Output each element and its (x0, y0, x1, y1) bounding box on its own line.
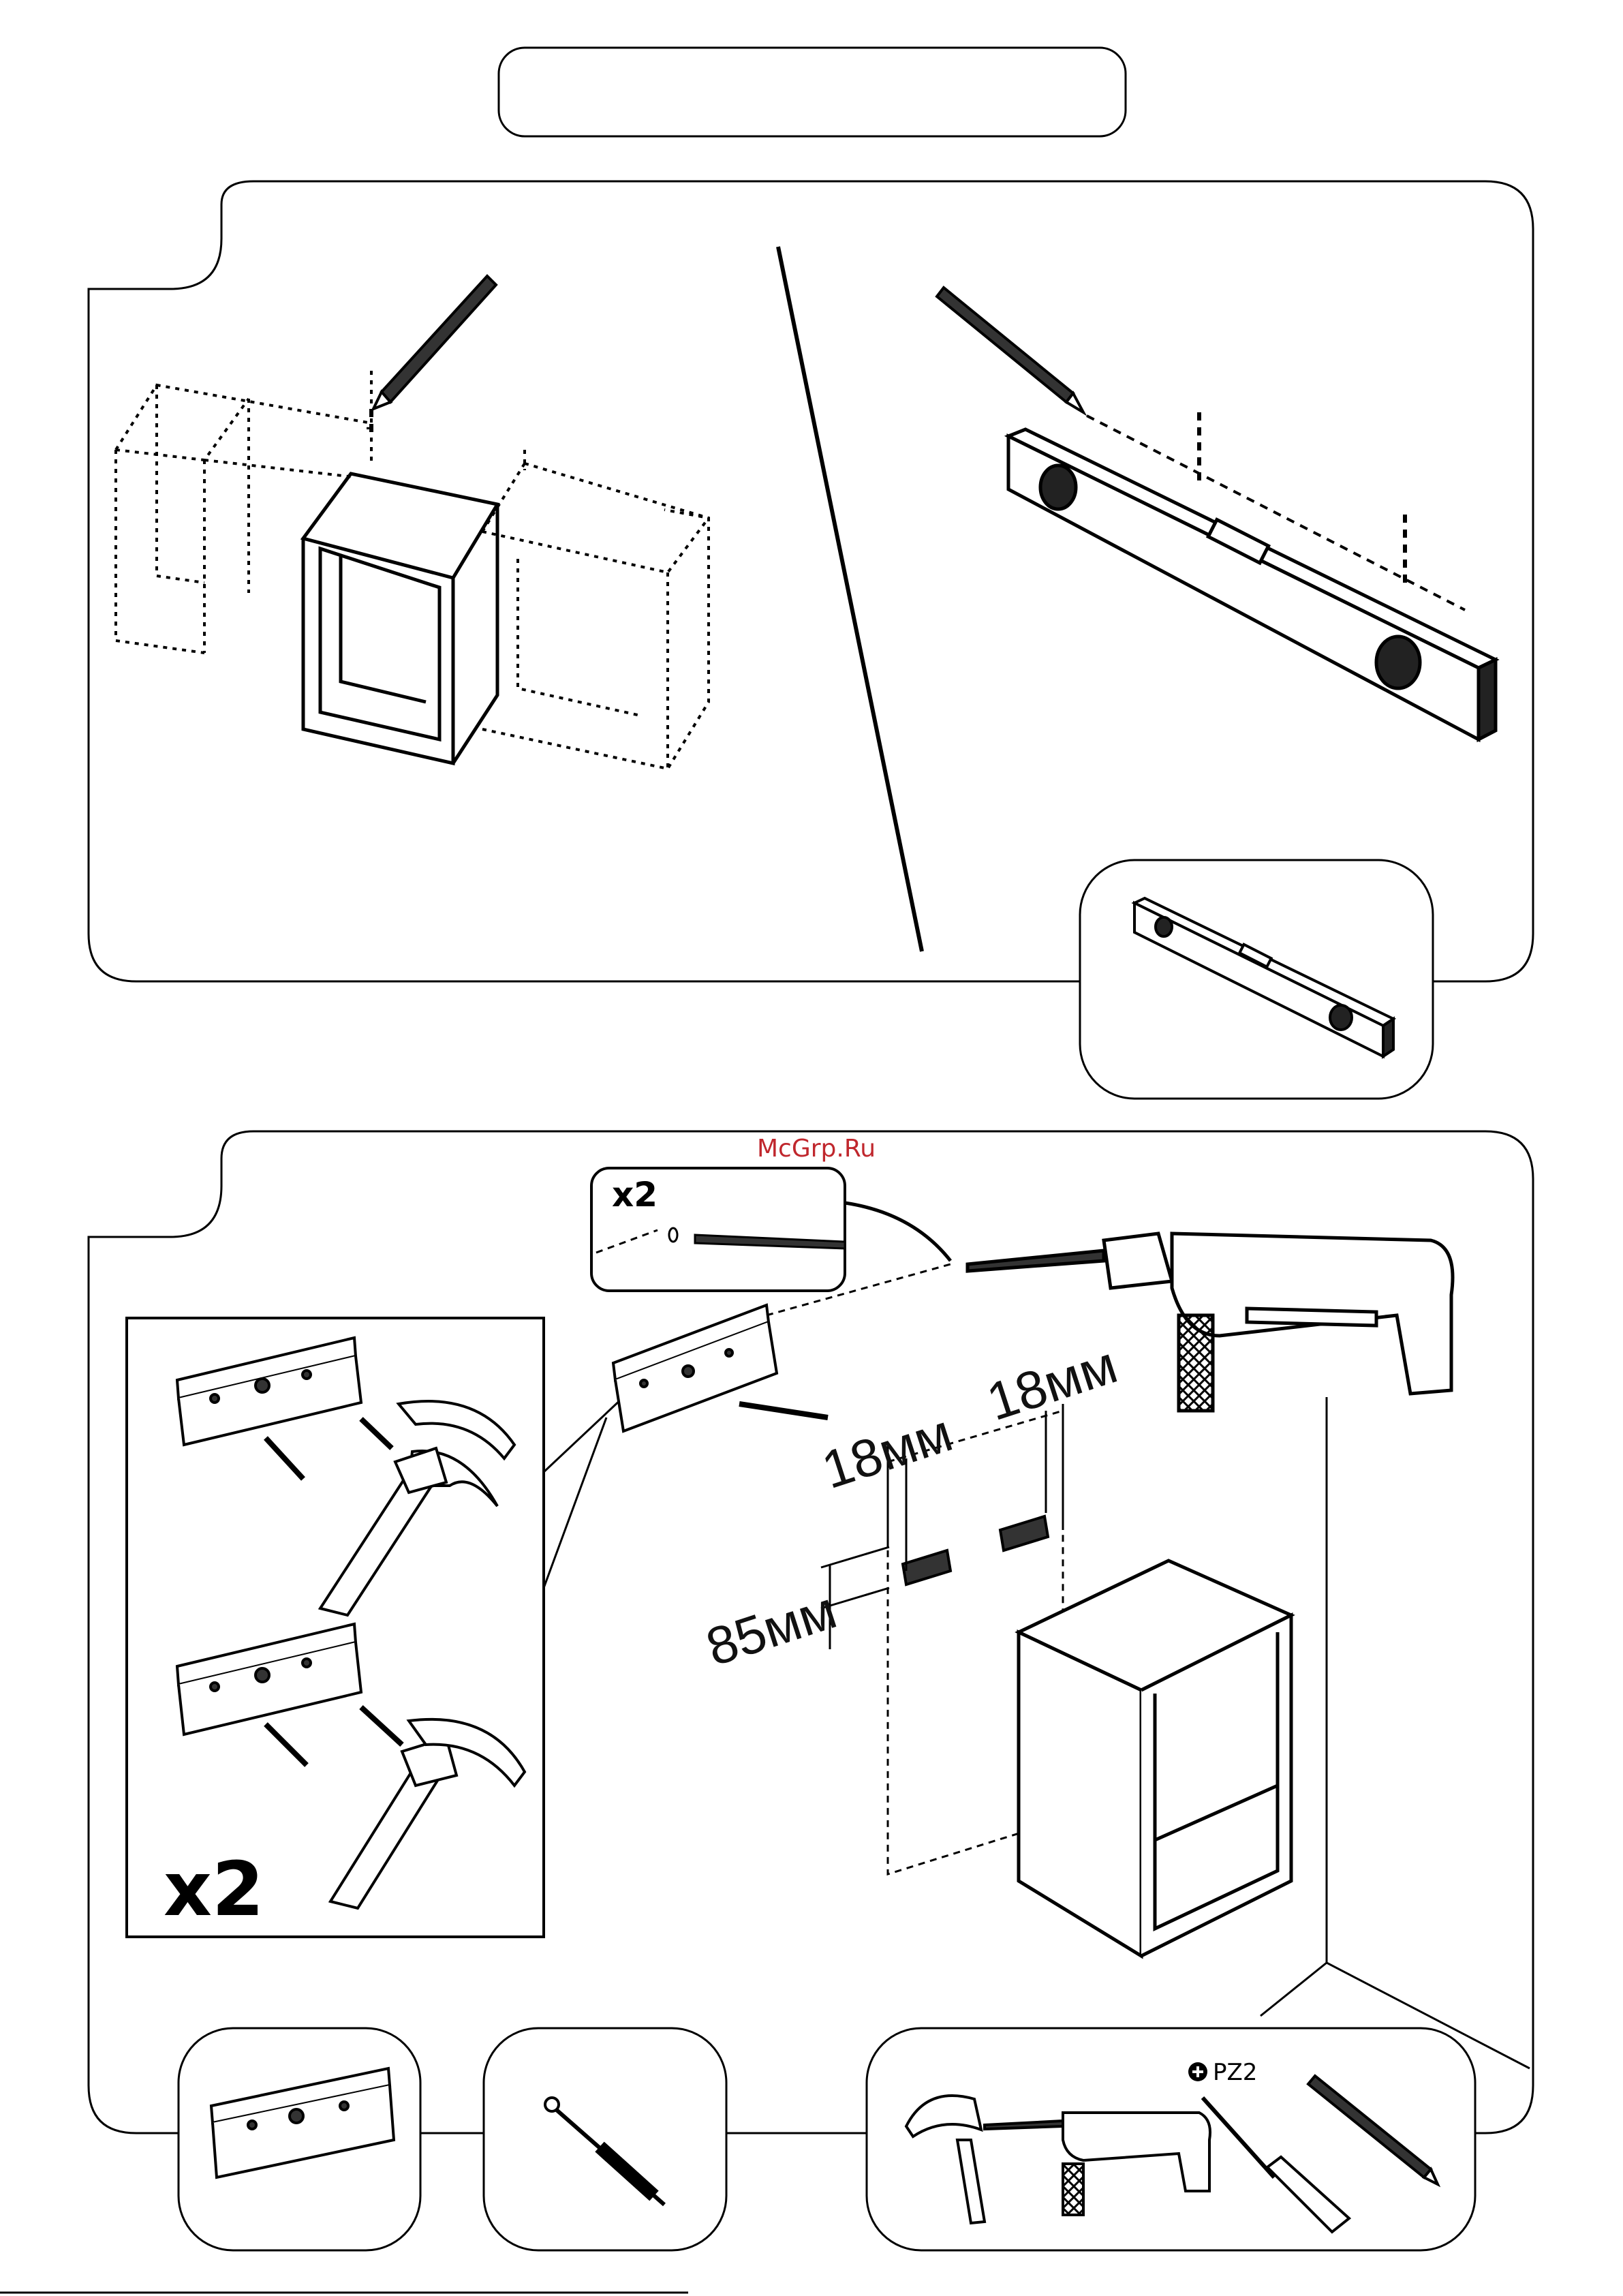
parts-panel-rail (179, 2028, 420, 2250)
screwdriver-bit-text: PZ2 (1213, 2059, 1257, 2086)
page-title-box (499, 48, 1126, 136)
step1-panel (89, 181, 1533, 1099)
parts-panel-plug (484, 2028, 726, 2250)
hammer-inset: x2 (127, 1318, 544, 1937)
watermark-text: McGrp.Ru (757, 1135, 876, 1163)
tools-panel: PZ2 (867, 2028, 1475, 2250)
step1-tool-panel (1080, 860, 1433, 1099)
wall-cabinet-illustration (1019, 1561, 1291, 1956)
hammer-inset-quantity: x2 (164, 1846, 264, 1933)
step2-panel: McGrp.Ru x2 (89, 1131, 1533, 2250)
drill-bit-quantity: x2 (612, 1175, 658, 1214)
